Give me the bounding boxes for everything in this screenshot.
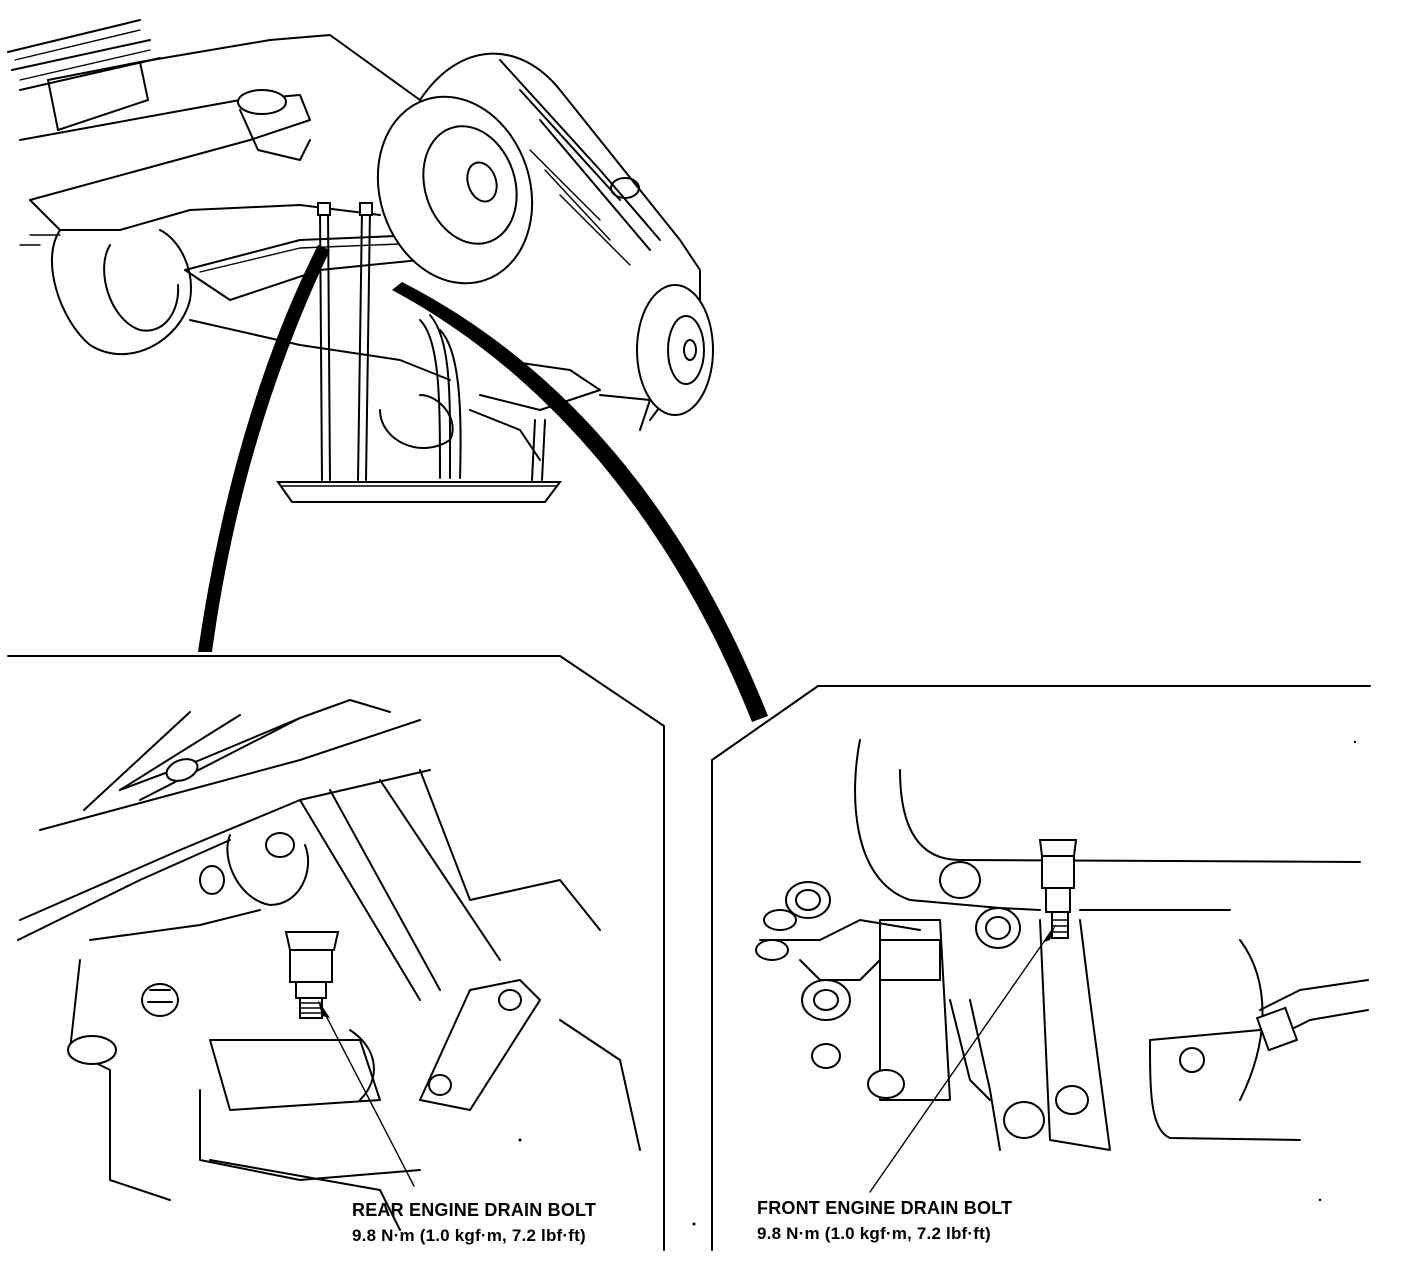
rear-drain-detail-panel [7, 655, 665, 1251]
rear-drain-bolt-callout: REAR ENGINE DRAIN BOLT 9.8 N·m (1.0 kgf·… [352, 1198, 596, 1248]
front-drain-bolt-label: FRONT ENGINE DRAIN BOLT [757, 1198, 1013, 1218]
front-drain-bolt-callout: FRONT ENGINE DRAIN BOLT 9.8 N·m (1.0 kgf… [757, 1196, 1012, 1246]
rear-drain-bolt-torque: 9.8 N·m (1.0 kgf·m, 7.2 lbf·ft) [352, 1226, 586, 1245]
rear-drain-bolt-label: REAR ENGINE DRAIN BOLT [352, 1200, 597, 1220]
front-drain-bolt-torque: 9.8 N·m (1.0 kgf·m, 7.2 lbf·ft) [757, 1224, 991, 1243]
rear-connector-beam [198, 245, 330, 652]
front-drain-detail-panel [711, 685, 1371, 1251]
vehicle-underside-overview [7, 19, 714, 503]
print-specks [518, 740, 1357, 1226]
